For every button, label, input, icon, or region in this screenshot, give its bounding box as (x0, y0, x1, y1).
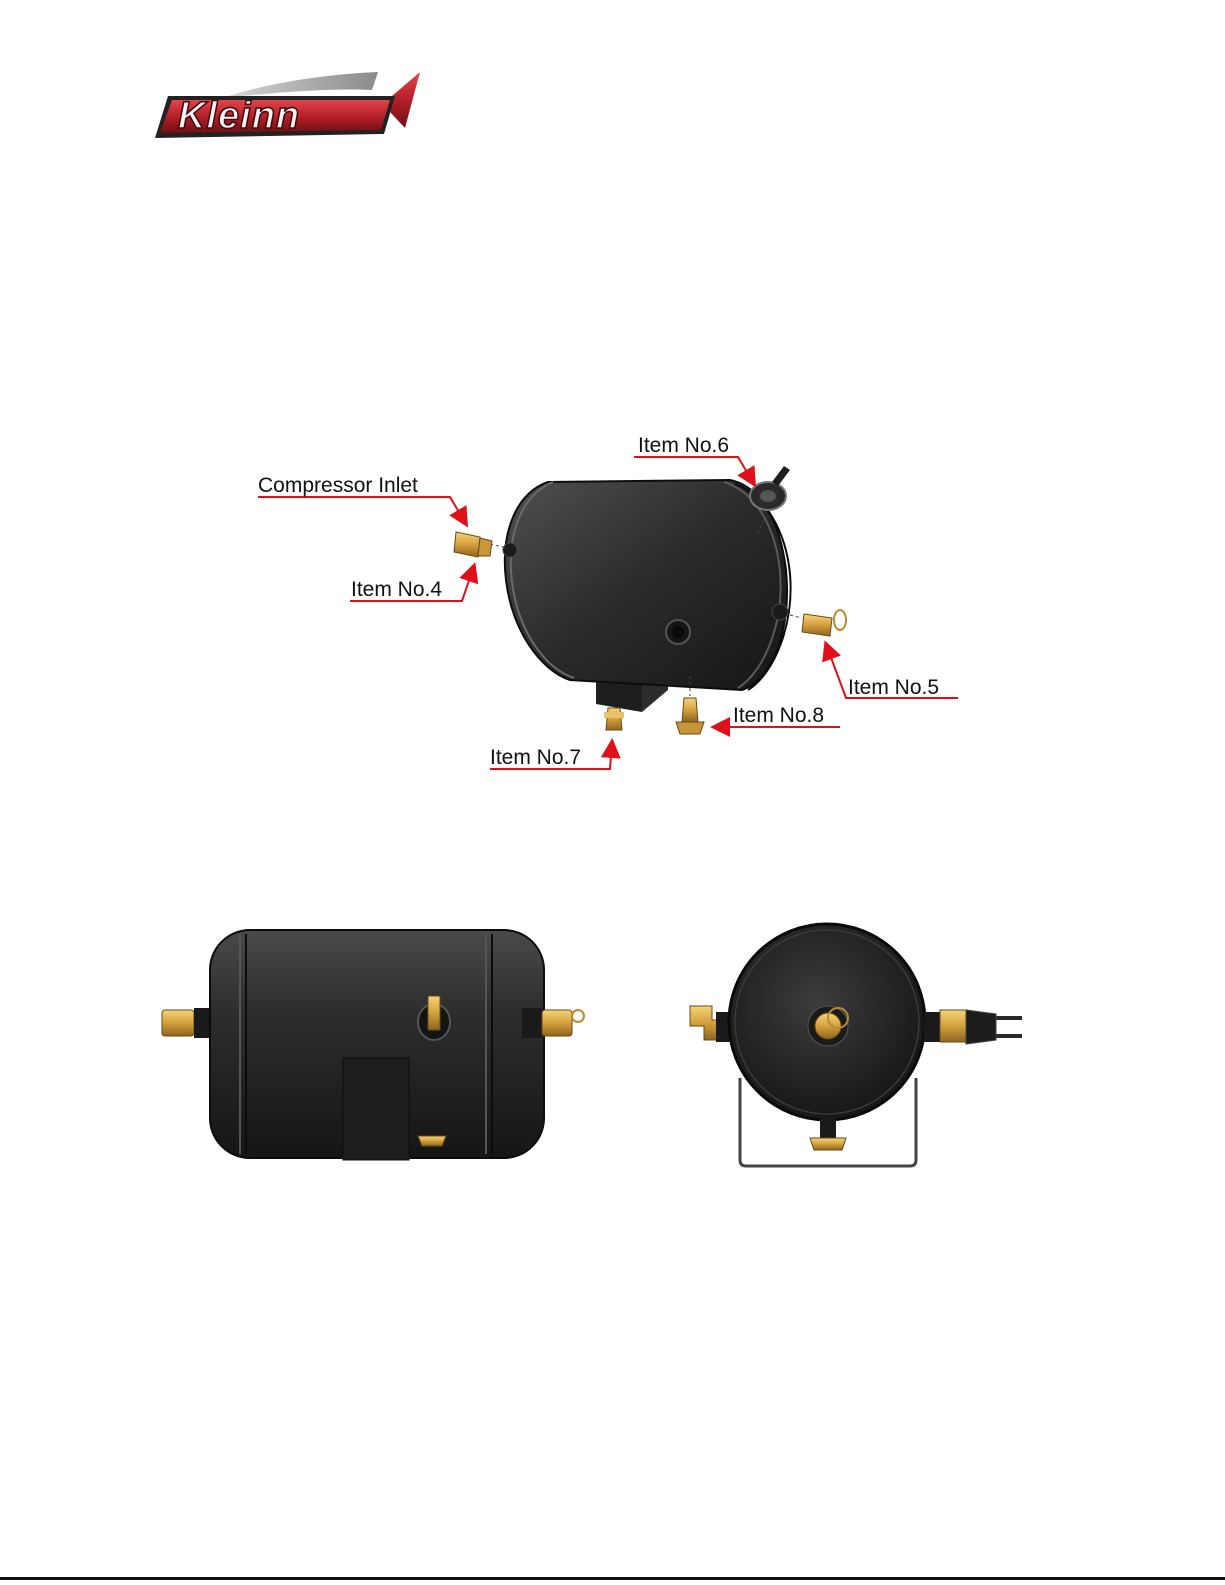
compressor-inlet-label: Compressor Inlet (258, 474, 418, 498)
svg-text:Kleinn: Kleinn (178, 95, 300, 137)
item7-fitting (604, 708, 624, 730)
item8-fitting (676, 698, 704, 734)
tank-side-view (162, 930, 584, 1160)
footer-rule (0, 1577, 1225, 1580)
tank-end-view (690, 924, 1022, 1166)
item6-label: Item No.6 (638, 434, 729, 458)
item7-label: Item No.7 (490, 746, 581, 770)
kleinn-logo: Kleinn (155, 72, 420, 138)
item8-label: Item No.8 (733, 704, 824, 728)
item4-fitting (454, 532, 492, 557)
item5-label: Item No.5 (848, 676, 939, 700)
item6-fitting (750, 466, 790, 510)
item5-fitting (802, 610, 846, 636)
item4-label: Item No.4 (351, 578, 442, 602)
tank-isometric-view (490, 480, 802, 712)
